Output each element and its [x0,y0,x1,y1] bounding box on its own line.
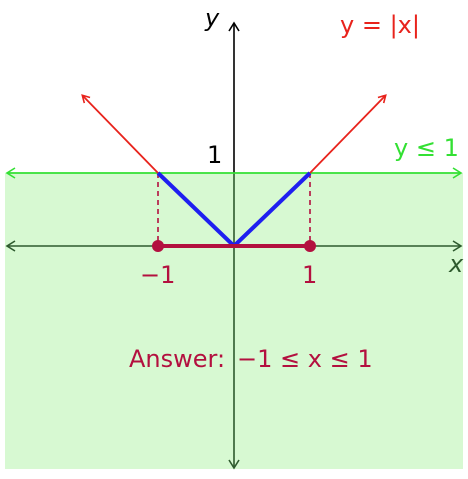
x-axis-label: x [448,250,464,278]
curve-branch-left [81,94,159,174]
y-axis-label: y [204,4,220,32]
tick-label-x-neg-one: −1 [140,261,175,289]
region-label: y ≤ 1 [394,134,459,162]
answer-prefix: Answer: [129,345,225,373]
tick-label-y-one: 1 [207,141,222,169]
answer-value: −1 ≤ x ≤ 1 [237,345,373,373]
tick-label-x-one: 1 [302,261,317,289]
endpoint-neg-one [152,240,164,252]
curve-label: y = |x| [340,11,420,39]
curve-branch-right [309,94,387,174]
endpoint-one [304,240,316,252]
